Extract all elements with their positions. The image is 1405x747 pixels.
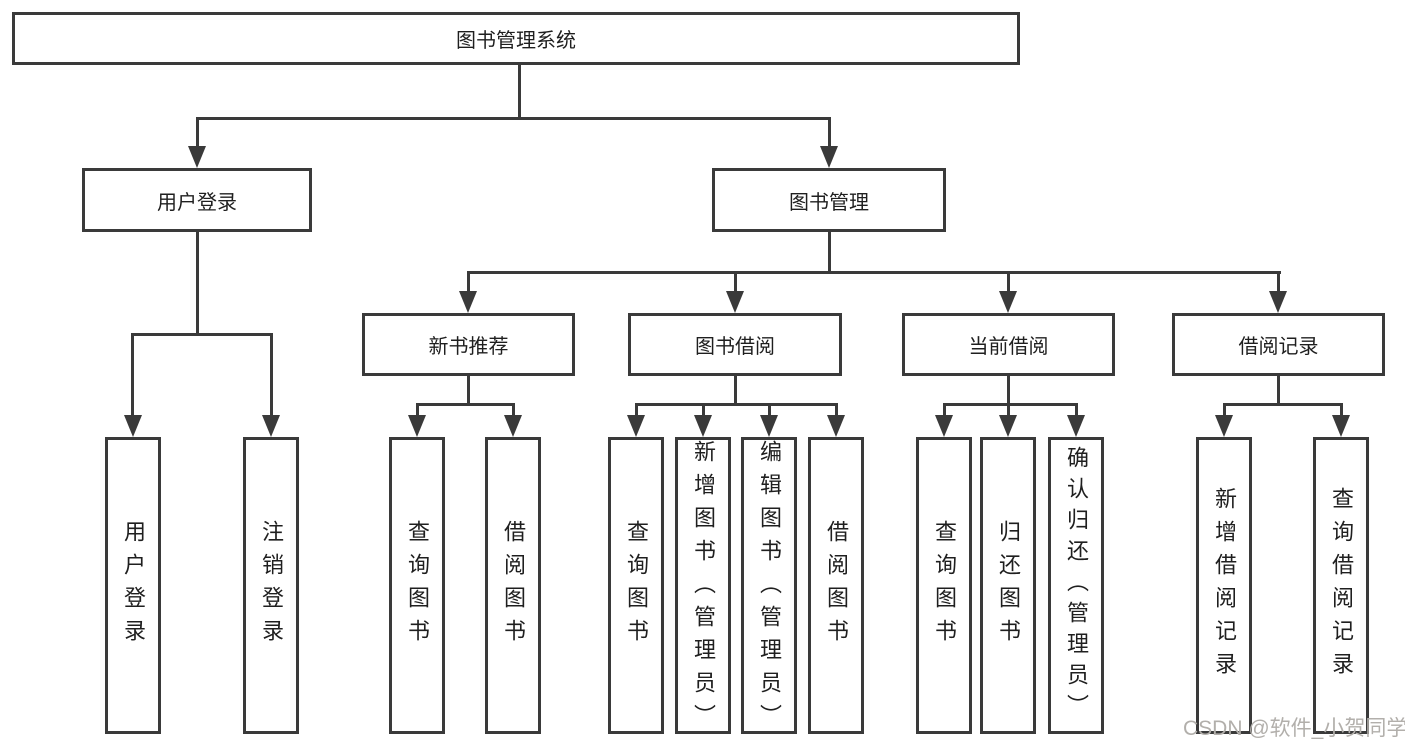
arrow-down-icon [1067,415,1085,437]
csdn-watermark: CSDN @软件_小贺同学 [1183,717,1405,740]
node-user-login: 用户登录 [82,168,312,232]
connector-line [270,333,273,416]
connector-line [196,232,199,336]
node-label: 确认归还（管理员） [1064,446,1089,725]
node-label: 借阅图书 [824,519,849,652]
connector-line [1277,271,1280,295]
connector-line [1007,376,1010,406]
node-label: 用户登录 [157,191,237,214]
connector-line [416,403,515,406]
leaf-logout: 注销登录 [243,437,299,734]
connector-line [1277,376,1280,406]
connector-line [512,403,515,417]
arrow-down-icon [820,146,838,168]
arrow-down-icon [1269,291,1287,313]
connector-line [1223,403,1226,417]
connector-line [828,117,831,150]
arrow-down-icon [188,146,206,168]
connector-line [835,403,838,417]
connector-line [131,333,273,336]
leaf-query-books-borrowing: 查询图书 [608,437,664,734]
node-label: 查询借阅记录 [1329,486,1354,685]
node-label: 用户登录 [121,519,146,652]
node-label: 新增借阅记录 [1212,486,1237,685]
connector-line [828,232,831,274]
connector-line [768,403,771,417]
leaf-query-books-current: 查询图书 [916,437,972,734]
node-label: 图书借阅 [695,336,775,358]
connector-line [196,117,831,120]
leaf-add-borrow-record: 新增借阅记录 [1196,437,1252,734]
arrow-down-icon [999,415,1017,437]
arrow-down-icon [760,415,778,437]
connector-line [196,117,199,150]
leaf-return-book: 归还图书 [980,437,1036,734]
node-label: 查询图书 [932,519,957,652]
node-label: 图书管理 [789,191,869,214]
connector-line [131,333,134,416]
arrow-down-icon [262,415,280,437]
leaf-confirm-return-admin: 确认归还（管理员） [1048,437,1104,734]
arrow-down-icon [935,415,953,437]
node-borrowing-records: 借阅记录 [1172,313,1385,376]
arrow-down-icon [1215,415,1233,437]
arrow-down-icon [1332,415,1350,437]
connector-line [467,271,1281,274]
arrow-down-icon [726,291,744,313]
arrow-down-icon [627,415,645,437]
connector-line [518,64,521,120]
connector-line [702,403,705,417]
leaf-query-borrow-record: 查询借阅记录 [1313,437,1369,734]
node-current-borrowing: 当前借阅 [902,313,1115,376]
connector-line [1007,403,1010,417]
arrow-down-icon [124,415,142,437]
connector-line [1223,403,1343,406]
leaf-add-book-admin: 新增图书（管理员） [675,437,731,737]
node-label: 借阅图书 [501,519,526,652]
connector-line [635,403,638,417]
node-label: 新增图书（管理员） [691,440,716,737]
node-library-management-system: 图书管理系统 [12,12,1020,65]
arrow-down-icon [827,415,845,437]
node-label: 图书管理系统 [456,30,576,52]
leaf-query-books-recommend: 查询图书 [389,437,445,734]
node-label: 新书推荐 [428,336,509,358]
node-label: 借阅记录 [1238,336,1319,358]
leaf-borrow-books-borrowing: 借阅图书 [808,437,864,734]
connector-line [1340,403,1343,417]
connector-line [943,403,1078,406]
node-label: 查询图书 [405,519,430,652]
connector-line [734,271,737,295]
connector-line [943,403,946,417]
arrow-down-icon [694,415,712,437]
arrow-down-icon [504,415,522,437]
node-new-book-recommendation: 新书推荐 [362,313,575,376]
arrow-down-icon [999,291,1017,313]
connector-line [734,376,737,406]
connector-line [416,403,419,417]
leaf-borrow-books-recommend: 借阅图书 [485,437,541,734]
connector-line [467,271,470,295]
node-book-management: 图书管理 [712,168,946,232]
node-label: 当前借阅 [968,336,1049,358]
connector-line [467,376,470,406]
leaf-user-login: 用户登录 [105,437,161,734]
connector-line [1007,271,1010,295]
node-label: 查询图书 [624,519,649,652]
node-label: 编辑图书（管理员） [757,440,782,737]
connector-line [1075,403,1078,417]
connector-line [635,403,838,406]
node-book-borrowing: 图书借阅 [628,313,842,376]
arrow-down-icon [459,291,477,313]
node-label: 注销登录 [259,519,284,652]
node-label: 归还图书 [996,519,1021,652]
leaf-edit-book-admin: 编辑图书（管理员） [741,437,797,737]
arrow-down-icon [408,415,426,437]
